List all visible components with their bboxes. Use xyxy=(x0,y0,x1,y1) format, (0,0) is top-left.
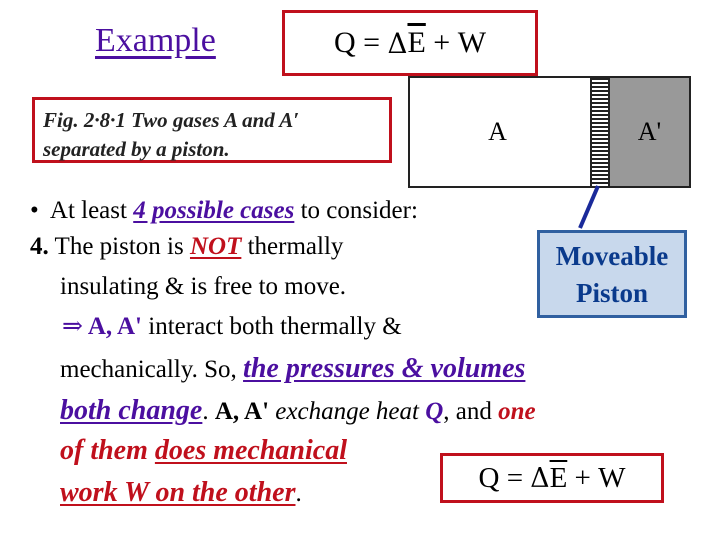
text-line-5: mechanically. So, the pressures & volume… xyxy=(60,351,525,388)
text-line-6: both change. A, A' exchange heat Q, and … xyxy=(60,393,536,430)
implies-arrow: ⇒ xyxy=(62,313,83,340)
cylinder-figure: A A' xyxy=(408,76,691,188)
pointer-line xyxy=(578,185,600,229)
eq2-q: Q xyxy=(478,461,500,494)
eq-e: E xyxy=(407,26,426,59)
line2-part-c: thermally xyxy=(241,233,344,260)
text-line-8: work W on the other. xyxy=(60,475,302,512)
text-line-2: 4. The piston is NOT thermally xyxy=(30,229,343,265)
eq2-equals: = xyxy=(506,461,524,494)
line6-part-b: . xyxy=(202,398,215,425)
not-emphasis: NOT xyxy=(189,233,242,260)
line4-part-b: interact both thermally & xyxy=(142,313,402,340)
eq2-delta: Δ xyxy=(530,462,550,494)
line6-part-d: exchange heat xyxy=(269,398,426,425)
line1-part-a: At least xyxy=(49,197,134,224)
bullet: • xyxy=(30,197,39,224)
eq2-e: E xyxy=(549,461,568,494)
gas-a-region: A xyxy=(410,78,585,186)
case-number: 4. xyxy=(30,233,49,260)
line1-part-c: to consider: xyxy=(294,197,418,224)
figure-caption: Fig. 2·8·1 Two gases A and A′ separated … xyxy=(32,97,392,163)
eq2-plus: + xyxy=(574,461,591,494)
gas-a-prime-label: A' xyxy=(637,117,662,146)
line6-part-f: , and xyxy=(443,398,499,425)
line6-one: one xyxy=(498,398,536,425)
eq2-w: W xyxy=(598,461,626,494)
eq-equals: = xyxy=(363,26,381,59)
moveable-piston-label: Moveable Piston xyxy=(537,230,687,318)
eq-delta: Δ xyxy=(387,26,408,60)
pressures-volumes-emphasis: the pressures & volumes xyxy=(243,353,526,384)
caption-line-1: Fig. 2·8·1 Two gases A and A′ xyxy=(43,108,300,132)
eq-q: Q xyxy=(333,26,356,59)
four-cases-emphasis: 4 possible cases xyxy=(133,197,295,224)
text-line-1: • At least 4 possible cases to consider: xyxy=(30,193,418,229)
line5-part-a: mechanically. So, xyxy=(60,356,244,383)
eq-plus: + xyxy=(433,26,451,59)
text-line-3: insulating & is free to move. xyxy=(60,273,347,300)
caption-line-2: separated by a piston. xyxy=(43,137,230,161)
piston-graphic xyxy=(590,78,610,186)
line8-period: . xyxy=(295,480,302,507)
line4-gases: A, A' xyxy=(82,313,142,340)
line6-gases: A, A' xyxy=(214,398,270,425)
moveable-line-2: Piston xyxy=(575,278,648,308)
work-emphasis: work W on the other xyxy=(60,477,296,508)
gas-a-prime-region: A' xyxy=(610,78,689,186)
eq-w: W xyxy=(457,26,487,59)
mechanical-emphasis: does mechanical xyxy=(154,435,347,466)
text-line-7: of them does mechanical xyxy=(60,433,347,470)
both-change-emphasis: both change xyxy=(60,395,203,426)
slide-title: Example xyxy=(95,22,216,59)
line2-part-a: The piston is xyxy=(48,233,190,260)
line7-part-a: of them xyxy=(60,435,155,466)
text-line-4: ⇒ A, A' interact both thermally & xyxy=(62,309,402,345)
moveable-line-1: Moveable xyxy=(555,241,669,271)
heat-q: Q xyxy=(425,398,444,425)
gas-a-label: A xyxy=(488,117,507,146)
